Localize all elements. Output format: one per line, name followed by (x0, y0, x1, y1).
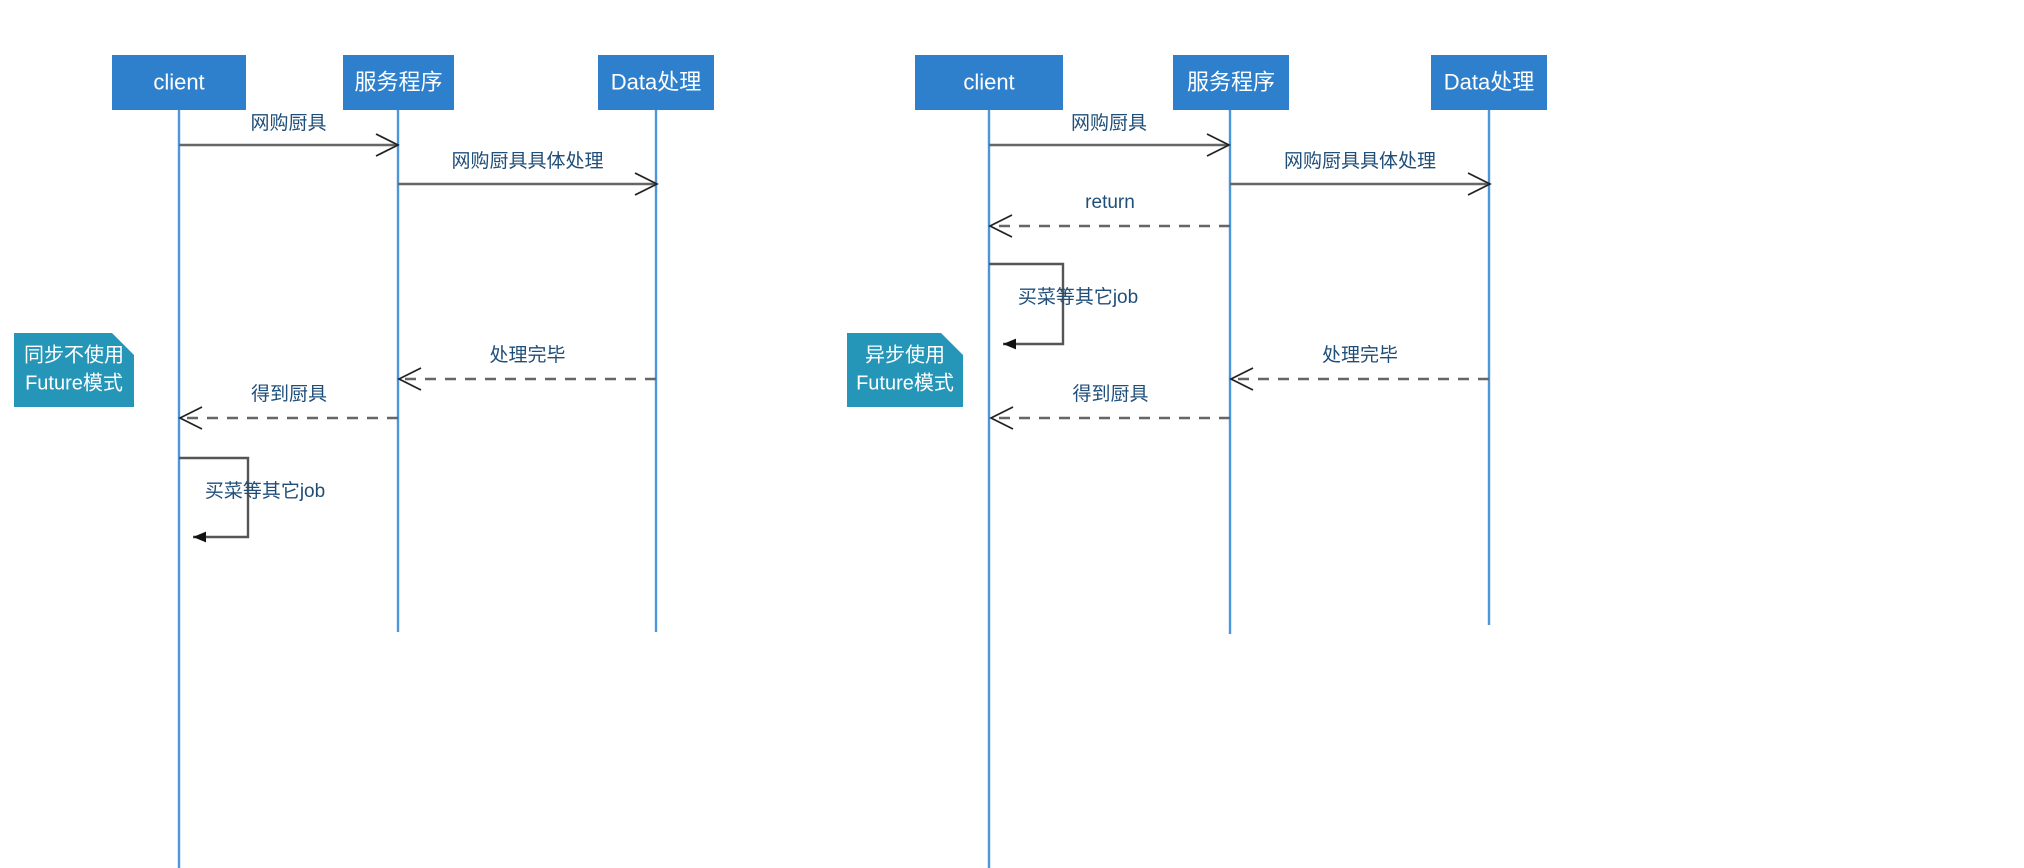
actor-label-service: 服务程序 (354, 69, 442, 94)
actor-service-sync-diagram[interactable]: 服务程序 (343, 55, 454, 632)
note-async-shape (847, 333, 963, 407)
msg-async-order-label: 网购厨具 (1071, 112, 1147, 134)
msg-async-done-arrowhead (1229, 367, 1254, 391)
actor-label-client: client (153, 69, 204, 94)
msg-sync-receive[interactable]: 得到厨具 (178, 383, 398, 430)
msg-sync-process-label: 网购厨具具体处理 (451, 150, 603, 172)
msg-async-order-arrowhead (1206, 133, 1231, 157)
msg-sync-done-arrowhead (397, 367, 422, 391)
actor-box-service[interactable] (1173, 55, 1289, 110)
actor-box-dataproc[interactable] (1431, 55, 1547, 110)
note-sync-line-0: 同步不使用 (24, 343, 124, 366)
msg-async-done[interactable]: 处理完毕 (1229, 344, 1489, 391)
note-async[interactable]: 异步使用 Future模式 (847, 333, 963, 407)
msg-sync-done-label: 处理完毕 (489, 344, 565, 366)
actor-label-client: client (963, 69, 1014, 94)
msg-async-process[interactable]: 网购厨具具体处理 (1230, 150, 1492, 196)
note-async-line-1: Future模式 (856, 371, 954, 394)
note-async-line-0: 异步使用 (865, 343, 945, 366)
msg-async-return[interactable]: return (988, 192, 1230, 238)
msg-async-process-arrowhead (1467, 172, 1492, 196)
actor-label-dataproc: Data处理 (1444, 69, 1534, 94)
msg-sync-order[interactable]: 网购厨具 (179, 112, 400, 157)
msg-async-process-label: 网购厨具具体处理 (1284, 150, 1436, 172)
msg-async-receive-label: 得到厨具 (1072, 383, 1148, 405)
actor-box-client[interactable] (915, 55, 1063, 110)
self-call-async-label: 买菜等其它job (1018, 286, 1138, 308)
self-call-sync[interactable]: 买菜等其它job (179, 456, 325, 543)
note-sync-shape (14, 333, 134, 407)
self-call-async-path (989, 262, 1065, 350)
msg-sync-order-label: 网购厨具 (250, 112, 326, 134)
actor-box-service[interactable] (343, 55, 454, 110)
msg-sync-receive-arrowhead (178, 406, 203, 430)
actor-service-async-diagram[interactable]: 服务程序 (1173, 55, 1289, 634)
msg-sync-receive-label: 得到厨具 (251, 383, 327, 405)
actor-box-dataproc[interactable] (598, 55, 714, 110)
actor-dataproc-async-diagram[interactable]: Data处理 (1431, 55, 1547, 625)
msg-sync-process[interactable]: 网购厨具具体处理 (398, 150, 659, 196)
msg-async-done-label: 处理完毕 (1322, 344, 1398, 366)
msg-async-receive[interactable]: 得到厨具 (989, 383, 1230, 430)
msg-async-order[interactable]: 网购厨具 (989, 112, 1231, 157)
self-call-sync-path (179, 456, 250, 543)
msg-async-return-arrowhead (988, 214, 1013, 238)
note-sync-line-1: Future模式 (25, 371, 123, 394)
self-call-async[interactable]: 买菜等其它job (989, 262, 1138, 350)
msg-sync-done[interactable]: 处理完毕 (397, 344, 656, 391)
self-call-sync-label: 买菜等其它job (205, 480, 325, 502)
msg-sync-process-arrowhead (634, 172, 659, 196)
actor-client-async-diagram[interactable]: client (915, 55, 1063, 868)
actor-client-sync-diagram[interactable]: client (112, 55, 246, 868)
note-sync[interactable]: 同步不使用 Future模式 (14, 333, 134, 407)
actor-dataproc-sync-diagram[interactable]: Data处理 (598, 55, 714, 632)
msg-async-receive-arrowhead (989, 406, 1014, 430)
actor-label-dataproc: Data处理 (611, 69, 701, 94)
msg-sync-order-arrowhead (375, 133, 400, 157)
synchronous-without-future: client 服务程序 Data处理网购厨具网购厨具具体处理处理完毕得到厨具买菜等其… (14, 55, 714, 868)
actor-box-client[interactable] (112, 55, 246, 110)
actor-label-service: 服务程序 (1187, 69, 1275, 94)
msg-async-return-label: return (1085, 192, 1135, 213)
